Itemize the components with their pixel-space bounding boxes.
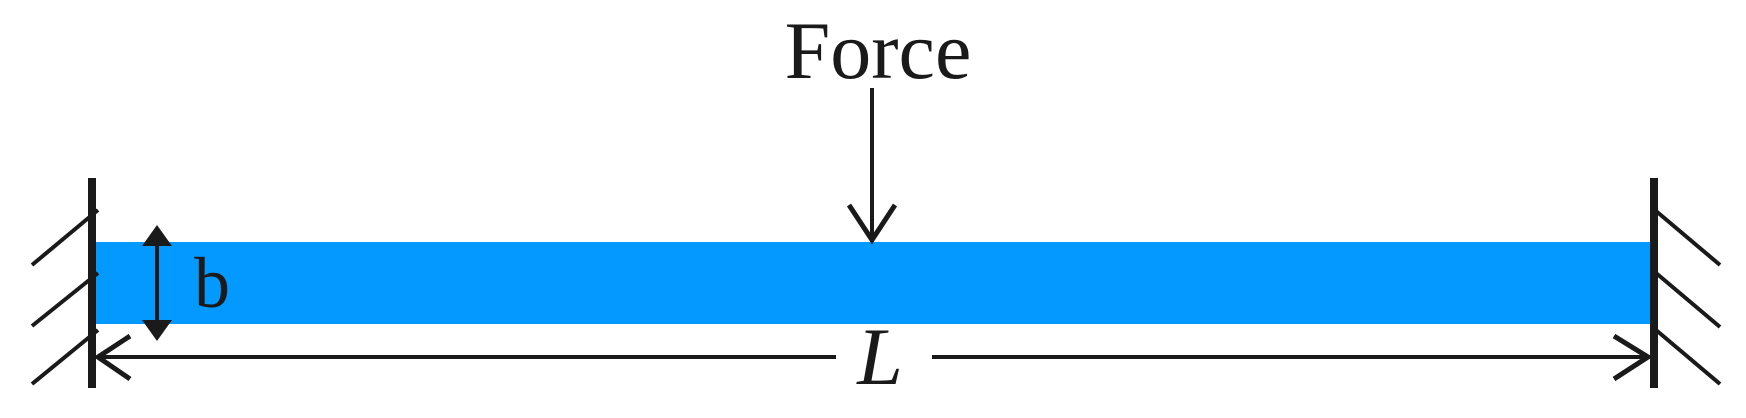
force-arrowhead [846,203,898,245]
right-hatch-line [1654,271,1722,329]
thickness-dimension [142,225,172,341]
force-label: Force [785,5,972,96]
length-arrowhead-left [93,333,132,382]
beam [92,242,1652,324]
thickness-label: b [194,243,230,323]
left-fixed-support [30,178,100,388]
right-wall-hatching [1654,209,1722,386]
force-arrow [846,88,898,245]
left-hatch-line [30,271,100,328]
thickness-arrowhead-bottom [142,320,172,341]
right-fixed-support [1650,178,1722,388]
length-arrowhead-right [1612,333,1653,382]
right-hatch-line [1654,328,1722,386]
length-dimension [93,333,1653,382]
right-hatch-line [1654,209,1722,267]
length-label: L [856,311,903,402]
left-wall-hatching [30,208,100,386]
left-hatch-line [30,208,100,267]
left-hatch-line [30,328,100,386]
thickness-arrowhead-top [142,225,172,246]
